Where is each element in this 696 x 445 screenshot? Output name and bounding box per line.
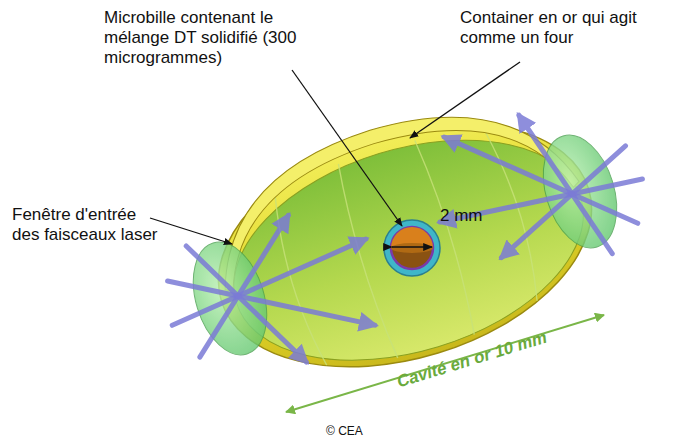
laser-beam — [172, 239, 366, 325]
laser-beam — [501, 146, 625, 258]
leader-line — [150, 218, 232, 244]
dimension-label: 2 mm — [440, 206, 500, 226]
part-label: Fenêtre d'entrée des faisceaux laser — [12, 205, 162, 245]
leader-line — [410, 62, 520, 138]
capsule — [384, 220, 440, 276]
dimension-line — [392, 246, 432, 247]
dimension-line — [286, 315, 604, 412]
part-label: Container en or qui agit comme un four — [460, 8, 685, 48]
laser-beam — [519, 115, 612, 253]
gold-cavity — [162, 67, 645, 417]
copyright-note: © CEA — [326, 424, 406, 438]
laser-beam — [168, 281, 375, 325]
leader-line — [292, 70, 402, 226]
part-label: Microbille contenant le mélange DT solid… — [104, 8, 336, 68]
laser-beam — [186, 246, 306, 362]
laser-beam — [200, 215, 288, 357]
